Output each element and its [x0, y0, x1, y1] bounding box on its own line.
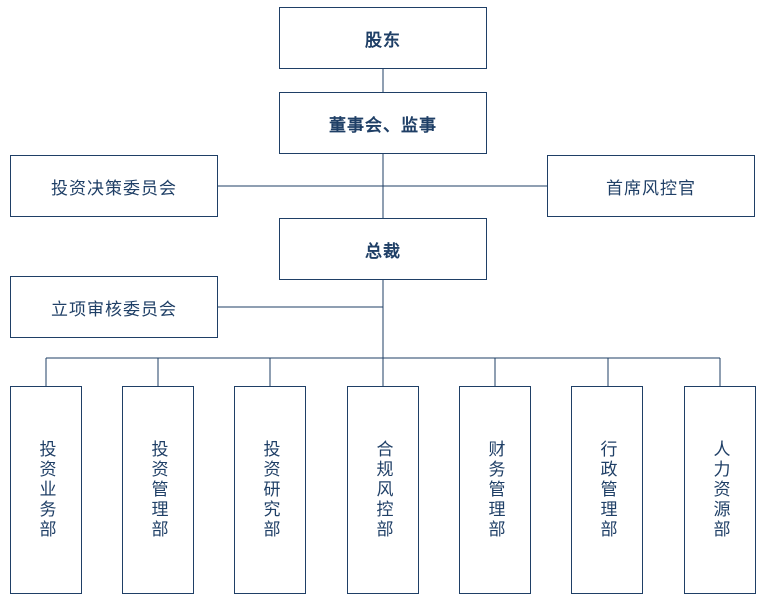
department-box: 行政管理部	[571, 386, 643, 594]
investment-committee-label: 投资决策委员会	[51, 178, 177, 199]
investment-committee-box: 投资决策委员会	[10, 155, 218, 217]
department-label: 投资研究部	[259, 440, 280, 540]
department-label: 行政管理部	[596, 440, 617, 540]
department-label: 财务管理部	[484, 440, 505, 540]
president-box: 总裁	[279, 218, 487, 280]
department-box: 投资管理部	[122, 386, 194, 594]
project-committee-box: 立项审核委员会	[10, 276, 218, 338]
department-label: 投资管理部	[147, 440, 168, 540]
chief-risk-officer-label: 首席风控官	[606, 178, 696, 199]
chief-risk-officer-box: 首席风控官	[547, 155, 755, 217]
department-box: 合规风控部	[347, 386, 419, 594]
department-label: 合规风控部	[372, 440, 393, 540]
project-committee-label: 立项审核委员会	[51, 299, 177, 320]
department-box: 财务管理部	[459, 386, 531, 594]
president-label: 总裁	[365, 241, 401, 262]
board-box: 董事会、监事	[279, 92, 487, 154]
board-label: 董事会、监事	[329, 115, 437, 136]
department-box: 人力资源部	[684, 386, 756, 594]
department-box: 投资业务部	[10, 386, 82, 594]
department-label: 人力资源部	[709, 440, 730, 540]
department-label: 投资业务部	[35, 440, 56, 540]
shareholders-label: 股东	[365, 30, 401, 51]
department-box: 投资研究部	[234, 386, 306, 594]
shareholders-box: 股东	[279, 7, 487, 69]
